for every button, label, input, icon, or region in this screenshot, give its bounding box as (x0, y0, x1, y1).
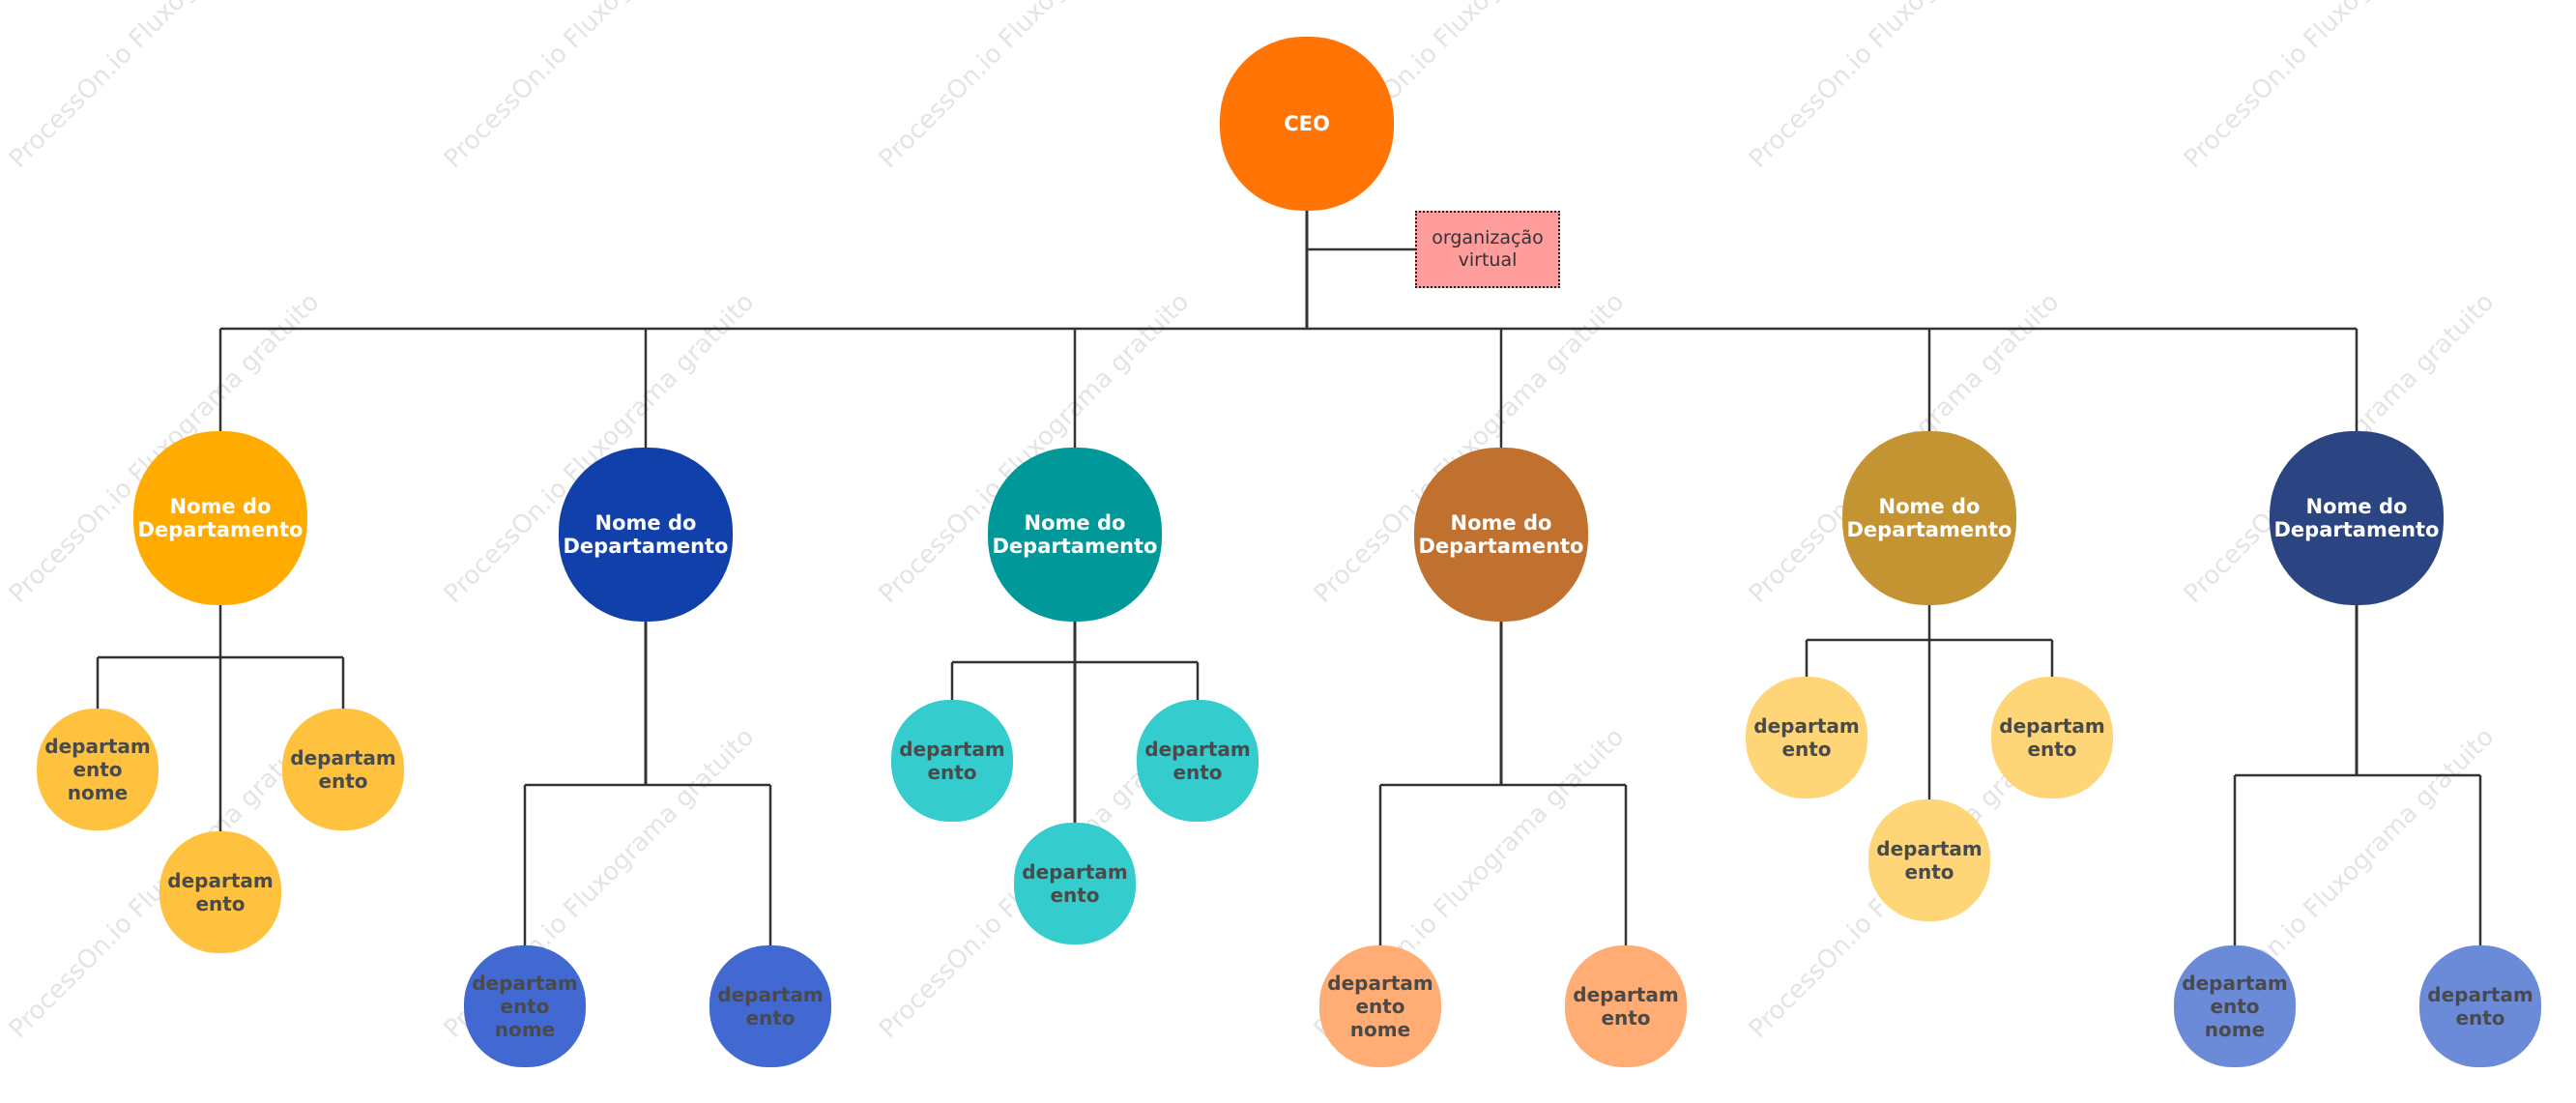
department-node[interactable]: Nome do Departamento (1414, 448, 1588, 622)
sub-department-label: departam ento (1144, 738, 1251, 784)
department-node[interactable]: Nome do Departamento (2270, 431, 2444, 605)
sub-department-node[interactable]: departam ento (709, 945, 831, 1067)
ceo-label: CEO (1284, 112, 1330, 135)
department-label: Nome do Departamento (1846, 494, 2012, 541)
sub-department-node[interactable]: departam ento nome (464, 945, 586, 1067)
sub-department-node[interactable]: departam ento (1746, 677, 1867, 798)
sub-department-node[interactable]: departam ento (282, 709, 404, 830)
sub-department-label: departam ento (899, 738, 1005, 784)
sub-department-label: departam ento nome (472, 972, 578, 1041)
sub-department-label: departam ento (1753, 714, 1860, 761)
department-label: Nome do Departamento (2273, 494, 2440, 541)
sub-department-node[interactable]: departam ento (1137, 700, 1259, 822)
sub-department-label: departam ento nome (44, 735, 151, 804)
department-label: Nome do Departamento (563, 510, 729, 558)
sub-department-node[interactable]: departam ento (891, 700, 1013, 822)
department-label: Nome do Departamento (137, 494, 304, 541)
sub-department-node[interactable]: departam ento (1565, 945, 1687, 1067)
sub-department-label: departam ento (717, 983, 824, 1030)
sub-department-node[interactable]: departam ento (159, 831, 281, 953)
sub-department-node[interactable]: departam ento nome (37, 709, 159, 830)
sub-department-label: departam ento (2427, 983, 2533, 1030)
sub-department-node[interactable]: departam ento (1868, 799, 1990, 921)
sub-department-label: departam ento nome (2182, 972, 2288, 1041)
ceo-node[interactable]: CEO (1220, 37, 1394, 211)
sub-department-label: departam ento (290, 746, 396, 793)
department-node[interactable]: Nome do Departamento (988, 448, 1162, 622)
sub-department-node[interactable]: departam ento nome (1319, 945, 1441, 1067)
department-label: Nome do Departamento (992, 510, 1158, 558)
sub-department-node[interactable]: departam ento (1014, 823, 1136, 944)
sub-department-label: departam ento (1573, 983, 1679, 1030)
virtual-organization-box[interactable]: organização virtual (1415, 211, 1560, 288)
sub-department-label: departam ento (167, 869, 274, 915)
department-node[interactable]: Nome do Departamento (133, 431, 307, 605)
sub-department-label: departam ento nome (1327, 972, 1433, 1041)
sub-department-node[interactable]: departam ento (2419, 945, 2541, 1067)
virtual-organization-label: organização virtual (1432, 227, 1544, 271)
department-node[interactable]: Nome do Departamento (559, 448, 733, 622)
sub-department-node[interactable]: departam ento nome (2174, 945, 2296, 1067)
sub-department-label: departam ento (1876, 837, 1983, 884)
department-label: Nome do Departamento (1418, 510, 1584, 558)
sub-department-label: departam ento (1999, 714, 2105, 761)
sub-department-label: departam ento (1022, 860, 1128, 907)
sub-department-node[interactable]: departam ento (1991, 677, 2113, 798)
department-node[interactable]: Nome do Departamento (1842, 431, 2016, 605)
